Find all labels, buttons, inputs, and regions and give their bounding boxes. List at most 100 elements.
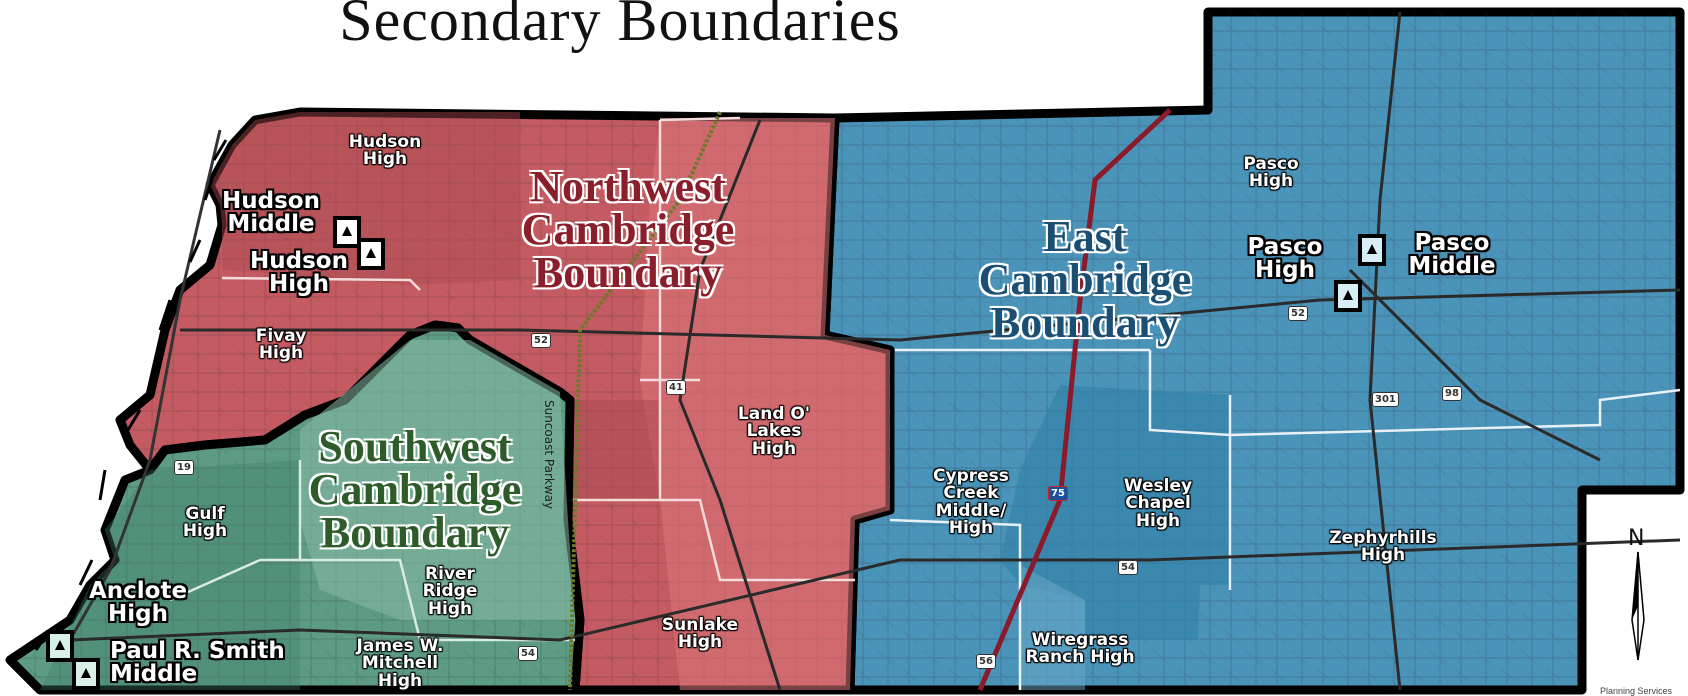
label-line: Wiregrass — [1031, 630, 1129, 650]
label-line: High — [751, 438, 797, 459]
river-ridge-high-label: River Ridge High — [405, 564, 495, 619]
label-line: River — [425, 564, 475, 584]
hudson-high-label: Hudson High — [244, 248, 354, 298]
road-shield-19: 19 — [174, 460, 194, 475]
label-line: High — [1255, 257, 1315, 284]
southwest-region-title: Southwest Cambridge Boundary — [285, 424, 545, 558]
label-line: High — [269, 271, 329, 298]
east-region-title: East Cambridge Boundary — [940, 214, 1230, 348]
footer-note: Planning Services — [1600, 686, 1673, 696]
label-line: Creek — [943, 483, 999, 504]
gulf-high-label: Gulf High — [160, 504, 250, 542]
label-line: Paul R. Smith — [110, 638, 285, 664]
label-line: James W. — [356, 636, 444, 656]
us19-road — [68, 129, 222, 641]
label-line: Middle/ — [935, 500, 1007, 521]
pasco-high-zone-label: Pasco High — [1226, 155, 1316, 192]
pasco-high-label: Pasco High — [1240, 234, 1330, 284]
label-line: Pasco — [1247, 234, 1323, 260]
label-line: Wesley — [1123, 476, 1193, 496]
label-line: Hudson — [222, 188, 320, 214]
label-line: High — [1135, 510, 1181, 531]
north-arrow — [1631, 551, 1645, 661]
suncoast-parkway — [568, 111, 722, 691]
sr52-road — [180, 288, 1681, 342]
map-title: Secondary Boundaries — [339, 0, 901, 53]
us41-road — [678, 119, 782, 691]
cypress-creek-label: Cypress Creek Middle/ High — [916, 466, 1026, 538]
label-line: Pasco — [1414, 230, 1490, 256]
label-line: High — [677, 632, 723, 653]
school-icon — [357, 238, 385, 270]
label-line: High — [948, 517, 994, 538]
road-shield-52-east: 52 — [1288, 306, 1308, 321]
label-line: High — [1360, 545, 1406, 566]
label-line: Land O' — [737, 404, 811, 424]
school-icon — [46, 630, 74, 662]
northwest-region-title: Northwest Cambridge Boundary — [498, 162, 758, 298]
hudson-middle-label: Hudson Middle — [216, 188, 326, 238]
label-line: Ranch High — [1025, 647, 1135, 668]
east-line2: Cambridge — [978, 255, 1192, 305]
hudson-high-zone-label: Hudson High — [340, 132, 430, 170]
road-shield-56: 56 — [976, 654, 996, 669]
label-line: High — [427, 598, 473, 619]
pasco-middle-label: Pasco Middle — [1402, 230, 1502, 280]
road-shield-54-east: 54 — [1118, 560, 1138, 575]
paul-r-smith-middle-label: Paul R. Smith Middle — [110, 638, 330, 688]
label-line: Hudson — [250, 248, 348, 274]
label-line: Middle — [110, 661, 198, 688]
label-line: Lakes — [746, 421, 802, 442]
southwest-line3: Boundary — [320, 508, 510, 558]
james-w-mitchell-high-label: James W. Mitchell High — [340, 636, 460, 691]
label-line: Sunlake — [661, 615, 739, 635]
label-line: Fivay — [255, 326, 307, 346]
school-icon — [72, 658, 100, 690]
road-shield-301: 301 — [1372, 392, 1399, 407]
school-icon — [1334, 280, 1362, 312]
label-line: Middle — [227, 211, 315, 238]
label-line: High — [108, 601, 168, 628]
wesley-chapel-high-label: Wesley Chapel High — [1108, 476, 1208, 531]
road-shield-52: 52 — [531, 333, 551, 348]
label-line: Zephyrhills — [1329, 528, 1437, 548]
label-line: High — [258, 343, 304, 364]
label-line: Hudson — [348, 132, 422, 152]
road-shield-98: 98 — [1442, 386, 1462, 401]
wesley-chapel-zone — [1000, 385, 1232, 640]
label-line: High — [362, 149, 408, 170]
label-line: Gulf — [185, 504, 225, 524]
label-line: Chapel — [1125, 493, 1191, 514]
label-line: High — [377, 670, 423, 691]
fivay-high-label: Fivay High — [236, 326, 326, 364]
northwest-line3: Boundary — [533, 248, 723, 298]
anclote-high-label: Anclote High — [78, 578, 198, 628]
sr54-road — [69, 538, 1681, 642]
school-icon — [1358, 234, 1386, 266]
suncoast-parkway-label: Suncoast Parkway — [542, 400, 556, 510]
sunlake-high-label: Sunlake High — [650, 615, 750, 653]
label-line: Middle — [1408, 253, 1496, 280]
northwest-line2: Cambridge — [521, 205, 735, 255]
label-line: Mitchell — [361, 653, 439, 674]
school-icon — [333, 216, 361, 248]
us98-road — [1348, 268, 1601, 462]
land-o-lakes-high-label: Land O' Lakes High — [724, 404, 824, 459]
road-shield-41: 41 — [666, 380, 686, 395]
road-shield-i75: 75 — [1048, 486, 1068, 501]
label-line: Anclote — [88, 578, 188, 604]
label-line: Ridge — [422, 581, 478, 602]
road-shield-54: 54 — [518, 646, 538, 661]
wiregrass-ranch-high-label: Wiregrass Ranch High — [1010, 630, 1150, 668]
i75-road — [977, 108, 1172, 691]
north-label: N — [1628, 526, 1645, 551]
southwest-line2: Cambridge — [308, 465, 522, 515]
northwest-line1: Northwest — [530, 162, 726, 211]
east-line3: Boundary — [990, 298, 1180, 348]
label-line: High — [182, 521, 228, 542]
label-line: High — [1248, 171, 1294, 192]
label-line: Cypress — [933, 466, 1009, 486]
us301-road — [1368, 11, 1402, 691]
